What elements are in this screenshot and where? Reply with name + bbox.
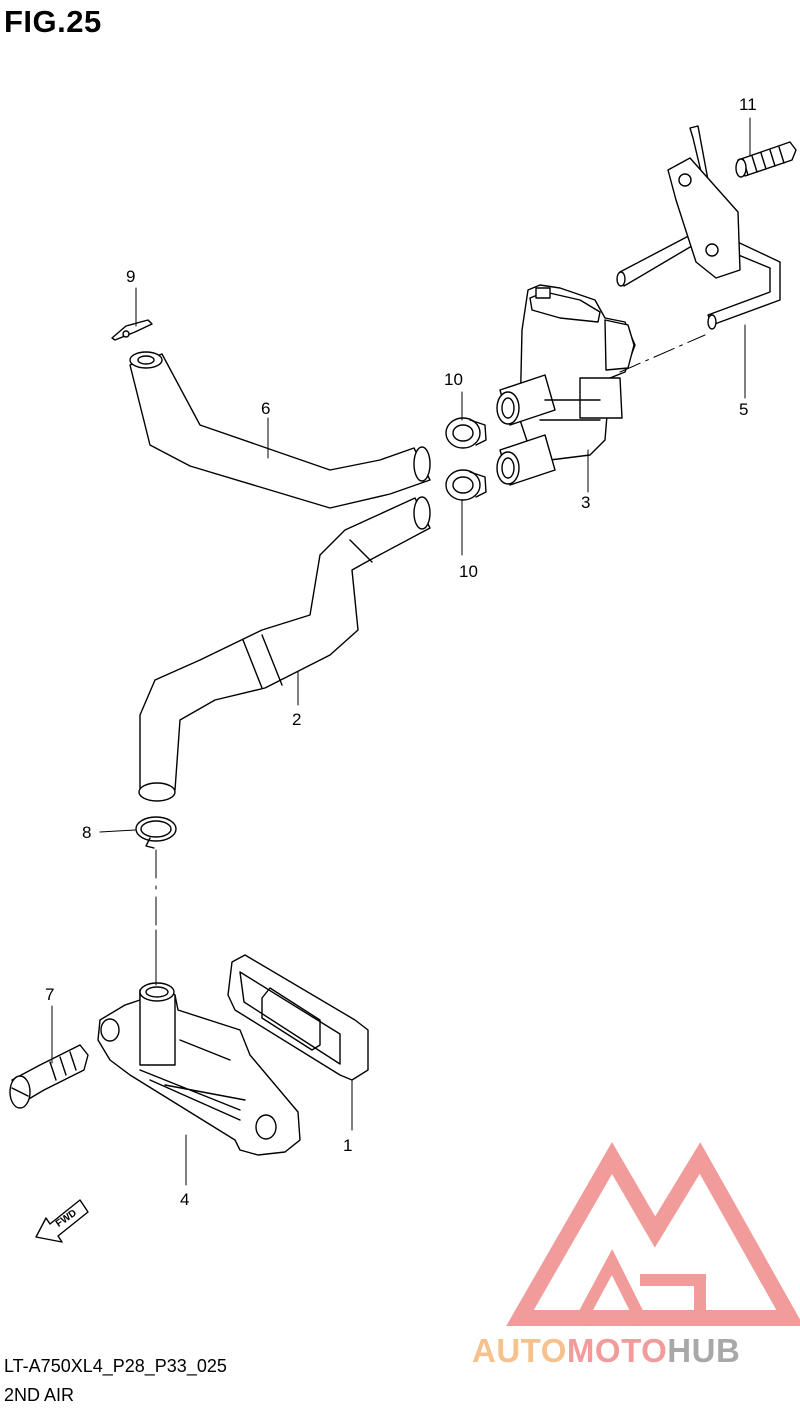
watermark-text: AUTOMOTOHUB <box>472 1332 740 1369</box>
bolt-part-7 <box>9 1044 89 1109</box>
figure-title: FIG.25 <box>4 4 102 39</box>
callout-5: 5 <box>739 400 748 419</box>
watermark-logo: AUTOMOTOHUB <box>472 1142 800 1369</box>
clamp-part-10-upper <box>445 417 487 449</box>
pipe-part-5 <box>616 125 781 330</box>
figure-code: LT-A750XL4_P28_P33_025 <box>4 1356 227 1376</box>
figure-name: 2ND AIR <box>4 1385 75 1405</box>
callout-9: 9 <box>126 267 135 286</box>
callout-10-upper: 10 <box>444 370 463 389</box>
callout-3: 3 <box>581 493 590 512</box>
clamp-part-10-lower <box>445 469 487 501</box>
o-ring-part-8 <box>135 816 177 849</box>
callout-4: 4 <box>180 1190 189 1209</box>
gasket-part-1 <box>227 954 369 1081</box>
bolt-part-11 <box>735 141 797 178</box>
hose-part-6 <box>129 351 431 509</box>
callout-11: 11 <box>739 95 757 114</box>
callout-numbers: 1 2 3 4 5 6 7 8 9 10 10 11 <box>45 95 757 1209</box>
clip-part-9 <box>111 319 153 341</box>
callout-6: 6 <box>261 399 270 418</box>
valve-part-3 <box>496 284 636 486</box>
callout-7: 7 <box>45 985 54 1004</box>
callout-8: 8 <box>82 823 91 842</box>
callout-1: 1 <box>343 1136 352 1155</box>
callout-10-lower: 10 <box>459 562 478 581</box>
bracket-part-4 <box>97 982 301 1156</box>
leader-lines <box>51 117 751 1186</box>
hose-part-2 <box>138 496 431 802</box>
fwd-arrow-icon <box>35 1199 89 1243</box>
callout-2: 2 <box>292 710 301 729</box>
